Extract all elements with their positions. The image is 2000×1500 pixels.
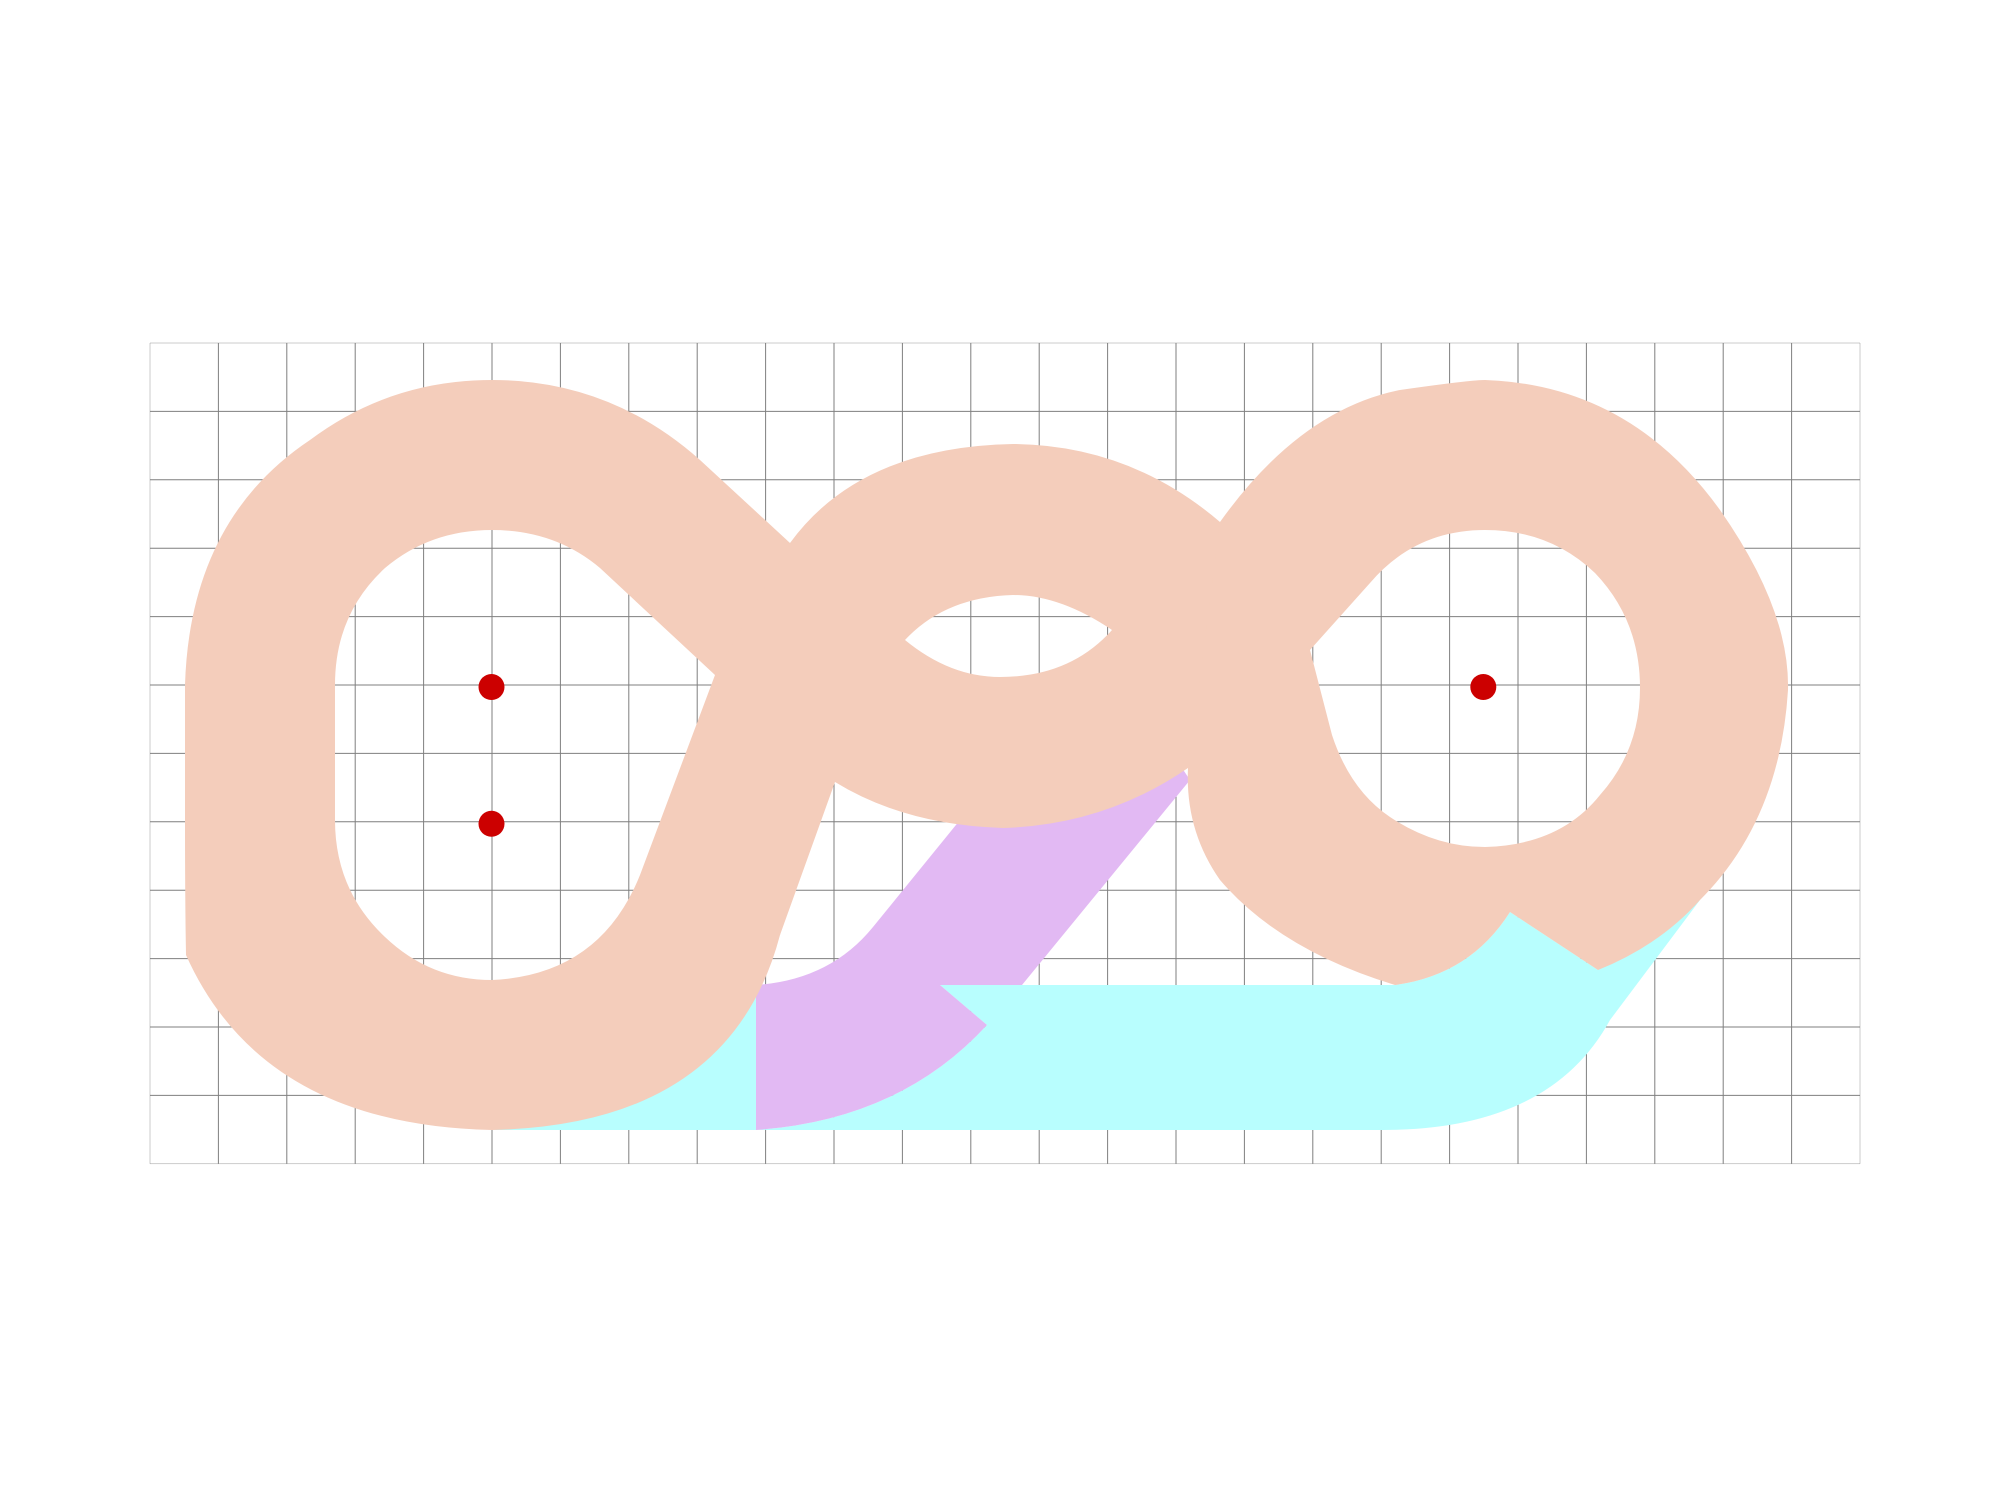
track-main-right-loop — [1187, 380, 1789, 985]
waypoints — [478, 674, 1497, 837]
track-lower-band — [492, 900, 1700, 1130]
track-lower-band-left — [492, 985, 756, 1130]
waypoint-right — [1470, 674, 1497, 700]
track-main-left-loop — [185, 380, 836, 1130]
waypoint-left-upper — [478, 674, 505, 700]
track-lower-band-main — [756, 900, 1700, 1130]
track-main-middle-loop — [715, 444, 1300, 935]
waypoint-left-lower — [478, 810, 505, 837]
track-main — [185, 380, 1789, 1130]
